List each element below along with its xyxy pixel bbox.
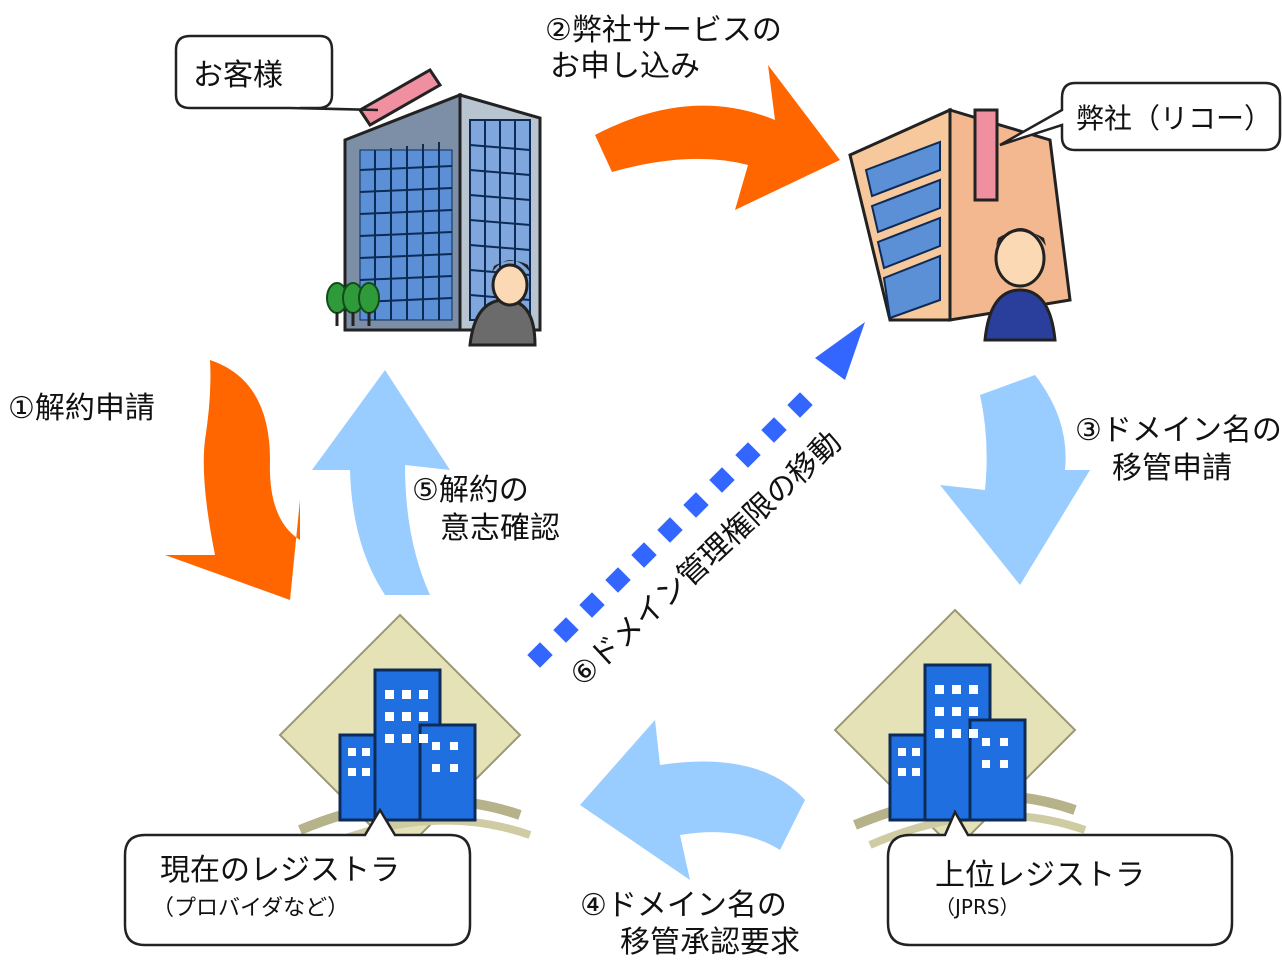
arrow-step4-lightblue [580, 720, 805, 880]
upper-registrar-sublabel: （JPRS） [935, 895, 1020, 919]
current-registrar-label: 現在のレジストラ [160, 853, 400, 888]
customer-bubble: お客様 [174, 34, 379, 112]
company-label: 弊社（リコー） [1076, 102, 1272, 135]
step2-label-line2: お申し込み [550, 49, 700, 84]
upper-registrar-illustration [833, 608, 1087, 852]
step6-label: ⑥ドメイン管理権限の移動 [564, 425, 849, 694]
step2-label-line1: ②弊社サービスの [545, 13, 782, 48]
step1-label: ①解約申請 [8, 391, 155, 426]
current-registrar-illustration [278, 613, 532, 857]
step4-label-line2: 移管承認要求 [620, 925, 800, 960]
step5-label-line1: ⑤解約の [412, 473, 529, 508]
arrow-step2-orange [595, 65, 840, 210]
arrow-step5-lightblue [312, 370, 450, 595]
step3-label-line2: 移管申請 [1112, 451, 1232, 486]
arrow-step1-orange [165, 360, 300, 600]
company-building-illustration [848, 107, 1072, 342]
company-bubble: 弊社（リコー） [999, 81, 1282, 152]
step4-label-line1: ④ドメイン名の [580, 888, 787, 923]
upper-registrar-label: 上位レジストラ [935, 858, 1145, 893]
step5-label-line2: 意志確認 [440, 511, 560, 546]
arrow-step3-lightblue [940, 375, 1090, 585]
customer-label: お客様 [193, 58, 283, 93]
arrow-step6-dotted [527, 322, 865, 668]
current-registrar-bubble: 現在のレジストラ （プロバイダなど） [123, 807, 472, 947]
current-registrar-sublabel: （プロバイダなど） [152, 896, 349, 921]
step3-label-line1: ③ドメイン名の [1075, 413, 1282, 448]
upper-registrar-bubble: 上位レジストラ （JPRS） [886, 809, 1234, 947]
customer-building-illustration [326, 68, 542, 347]
